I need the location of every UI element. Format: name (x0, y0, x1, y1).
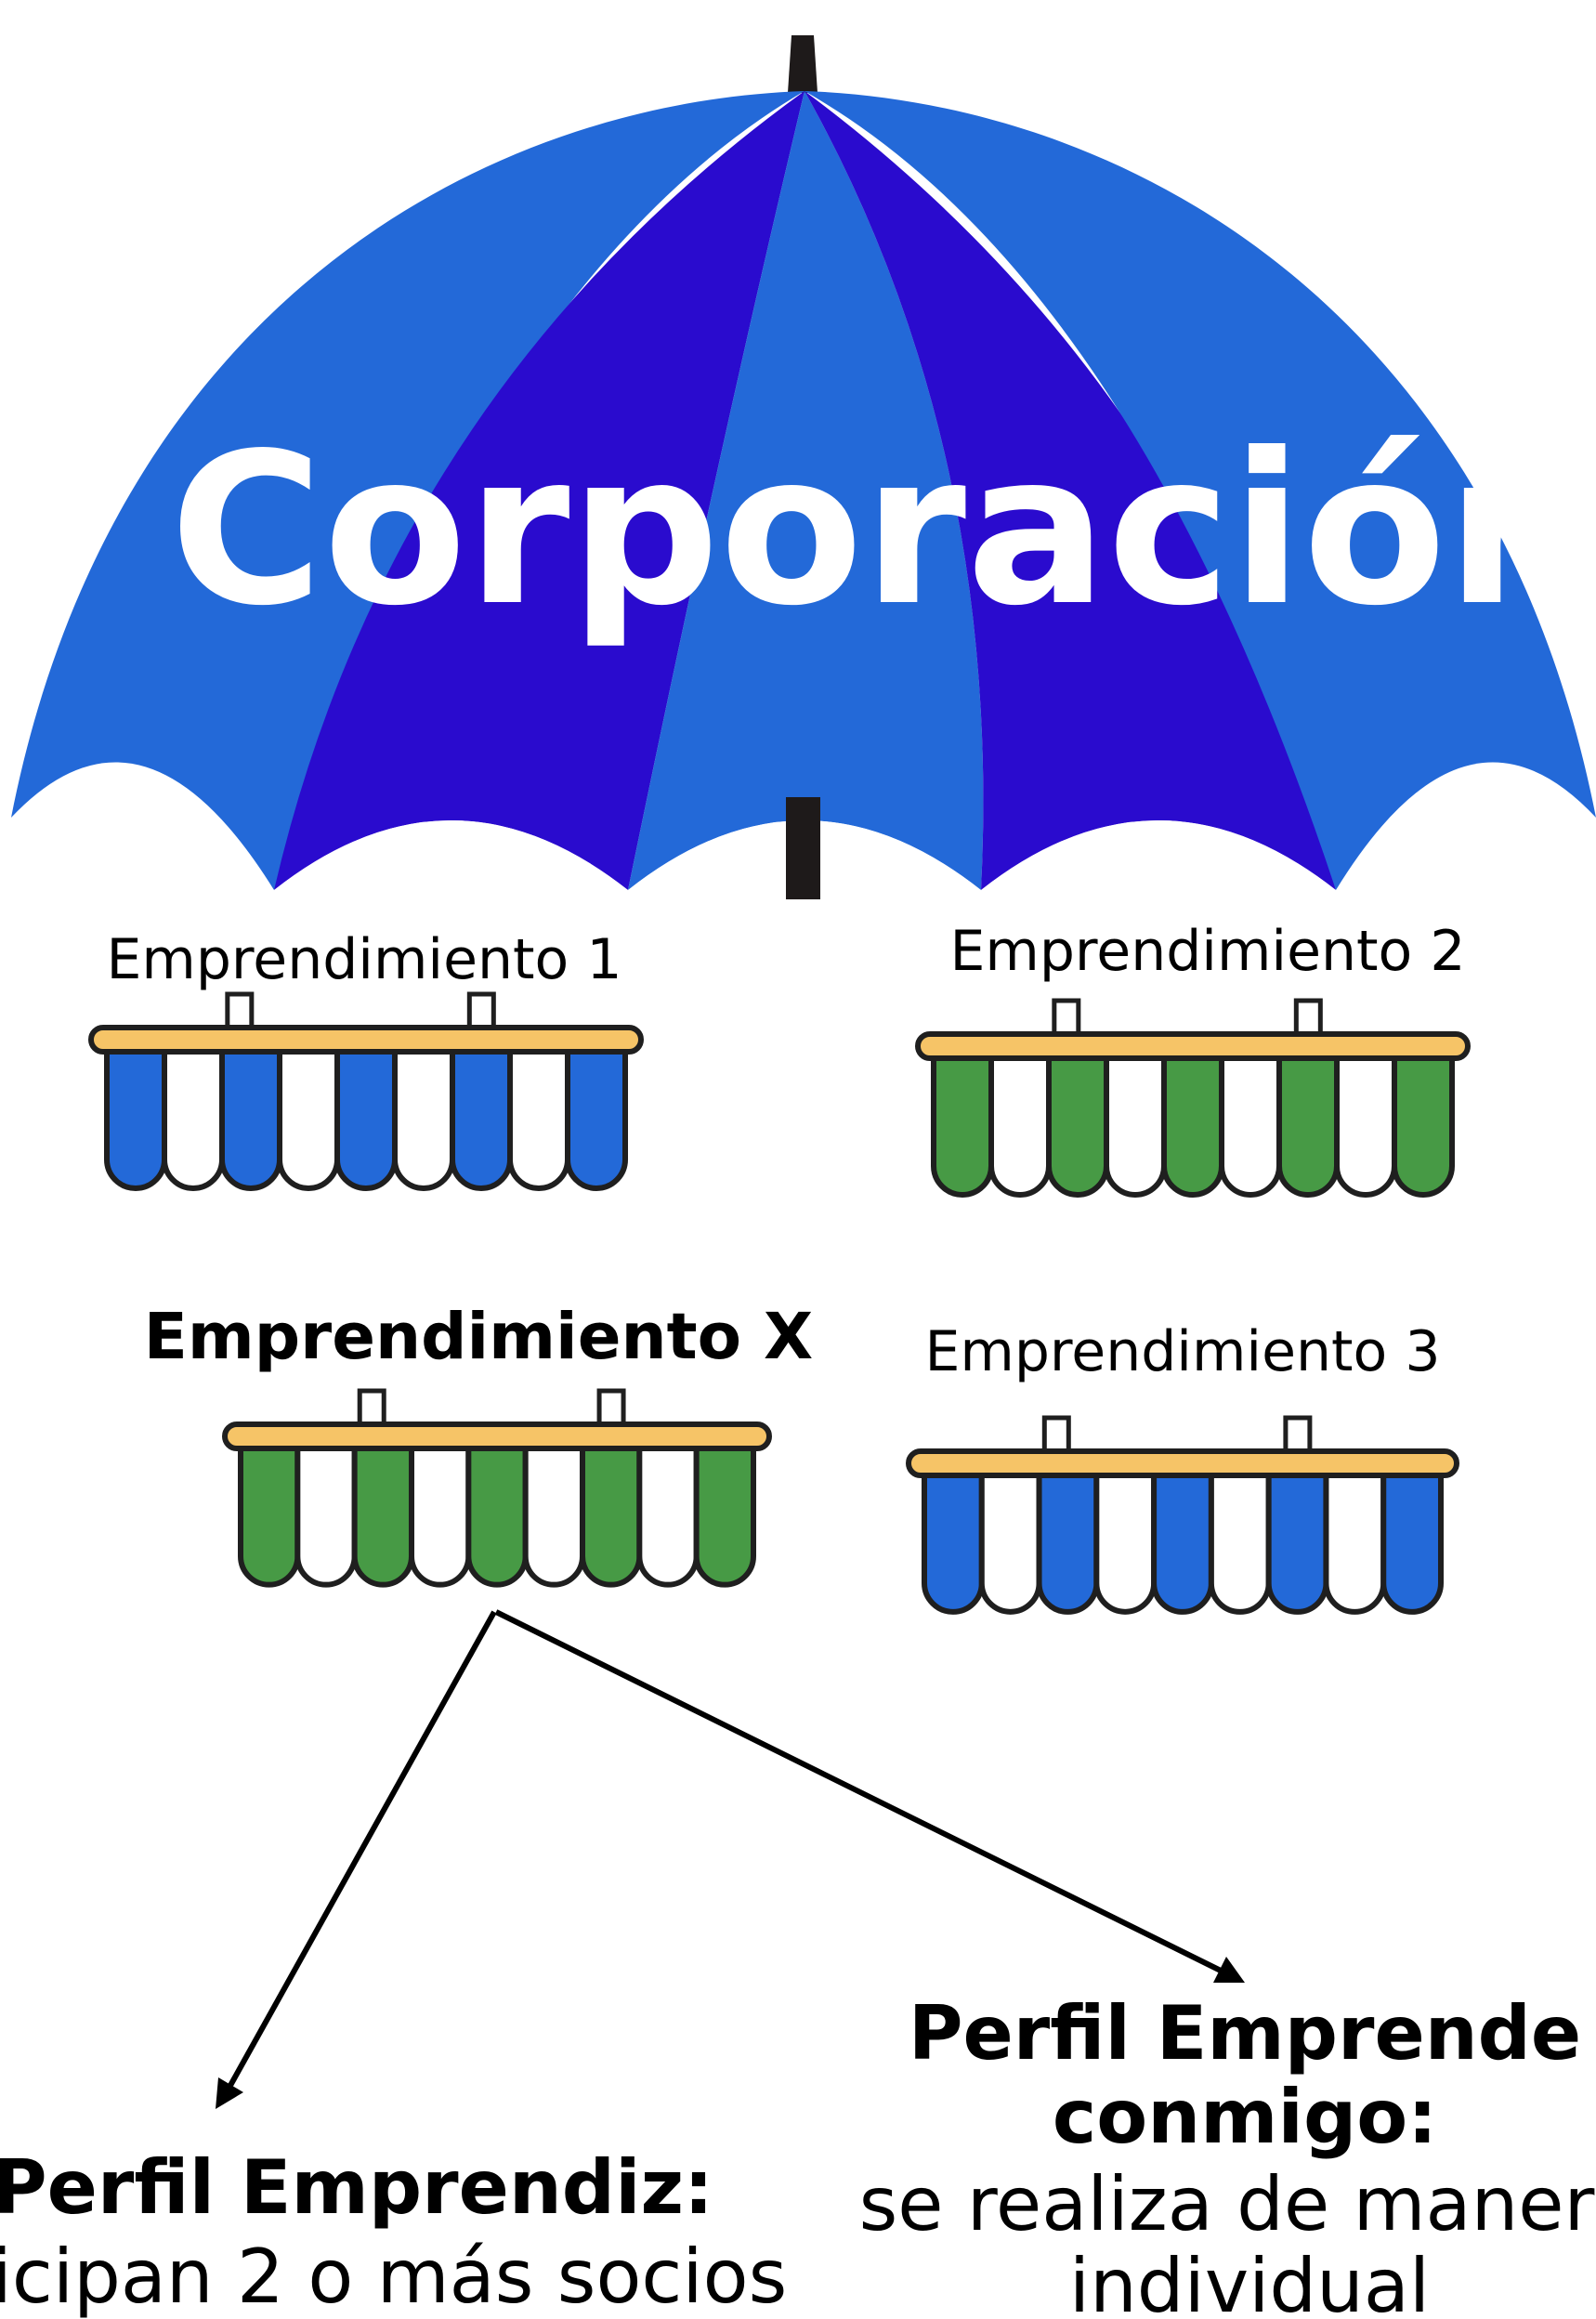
umbrella-handle (786, 797, 820, 899)
awning-stripe (1265, 1460, 1329, 1615)
awning-stripe (1334, 1042, 1397, 1198)
awning-stripe (162, 1036, 225, 1191)
perfil-emprende-conmigo-title-line1: Perfil Emprende (909, 1990, 1581, 2077)
stall-label-2: Emprendimiento 2 (949, 919, 1465, 984)
umbrella-top-tip (788, 35, 818, 93)
awning-stripe (636, 1433, 700, 1588)
umbrella-title: Corporación (170, 409, 1595, 652)
umbrella-scallop (274, 820, 628, 929)
awning-stripe (565, 1036, 628, 1191)
perfil-emprendiz-title: Perfil Emprendiz: (0, 2144, 713, 2231)
awning-stripe (465, 1433, 529, 1588)
awning-stripe (507, 1036, 570, 1191)
awning-stripe (351, 1433, 414, 1588)
awning-bar (88, 1025, 644, 1055)
arrow-to-perfil-emprende-conmigo (494, 1609, 1245, 1983)
awning-stripe (1219, 1042, 1282, 1198)
awning-stripe (294, 1433, 358, 1588)
stall-emprendimiento-1 (88, 991, 644, 1191)
awning-stripe (392, 1036, 455, 1191)
awning-stripe (580, 1433, 643, 1588)
awning-stripe (693, 1433, 756, 1588)
awning-stripe (409, 1433, 472, 1588)
awning-bar (915, 1031, 1471, 1061)
stall-label-x: Emprendimiento X (144, 1300, 814, 1374)
umbrella-panel (628, 91, 984, 890)
awning-stripe (522, 1433, 585, 1588)
awning-stripe (988, 1042, 1052, 1198)
awning-bar (222, 1422, 772, 1451)
awning-stripe (1036, 1460, 1100, 1615)
stall-emprendimiento-x (222, 1388, 772, 1588)
umbrella-scallop (981, 820, 1336, 929)
awning-stripe (922, 1460, 985, 1615)
umbrella-scallop (1336, 762, 1596, 929)
awning-stripe (238, 1433, 301, 1588)
awning-stripe (334, 1036, 398, 1191)
umbrella-canopy (11, 91, 1596, 929)
awning-stripe (1093, 1460, 1158, 1615)
umbrella-panel (805, 91, 1336, 890)
awning-stripe (1380, 1460, 1444, 1615)
awning-stripe (277, 1036, 340, 1191)
awning-stripe (1208, 1460, 1272, 1615)
awning-stripe (104, 1036, 167, 1191)
arrow-to-perfil-emprendiz (216, 1610, 497, 2109)
perfil-emprende-conmigo-description-line2: individual (1069, 2243, 1430, 2319)
awning-stripe (931, 1042, 994, 1198)
perfil-emprendiz-description: Participan 2 o más socios (0, 2234, 787, 2319)
awning-stripe (1151, 1460, 1214, 1615)
perfil-emprende-conmigo-title-line2: conmigo: (1053, 2074, 1437, 2160)
awning-stripe (450, 1036, 513, 1191)
stall-emprendimiento-2 (915, 998, 1471, 1198)
stall-label-3: Emprendimiento 3 (924, 1319, 1440, 1384)
awning-stripe (1276, 1042, 1340, 1198)
awning-stripe (219, 1036, 282, 1191)
awning-stripe (1161, 1042, 1224, 1198)
perfil-emprende-conmigo-description-line1: se realiza de manera (859, 2161, 1596, 2247)
stall-label-1: Emprendimiento 1 (106, 927, 621, 992)
umbrella-panel (805, 91, 1596, 890)
umbrella-panel (274, 91, 805, 890)
awning-stripe (978, 1460, 1042, 1615)
awning-stripe (1104, 1042, 1167, 1198)
umbrella-panel (11, 91, 805, 890)
awning-stripe (1323, 1460, 1387, 1615)
umbrella: Corporación (11, 35, 1596, 929)
stall-emprendimiento-3 (906, 1415, 1459, 1615)
awning-bar (906, 1448, 1459, 1478)
umbrella-scallop (11, 762, 274, 929)
awning-stripe (1392, 1042, 1455, 1198)
awning-stripe (1046, 1042, 1109, 1198)
